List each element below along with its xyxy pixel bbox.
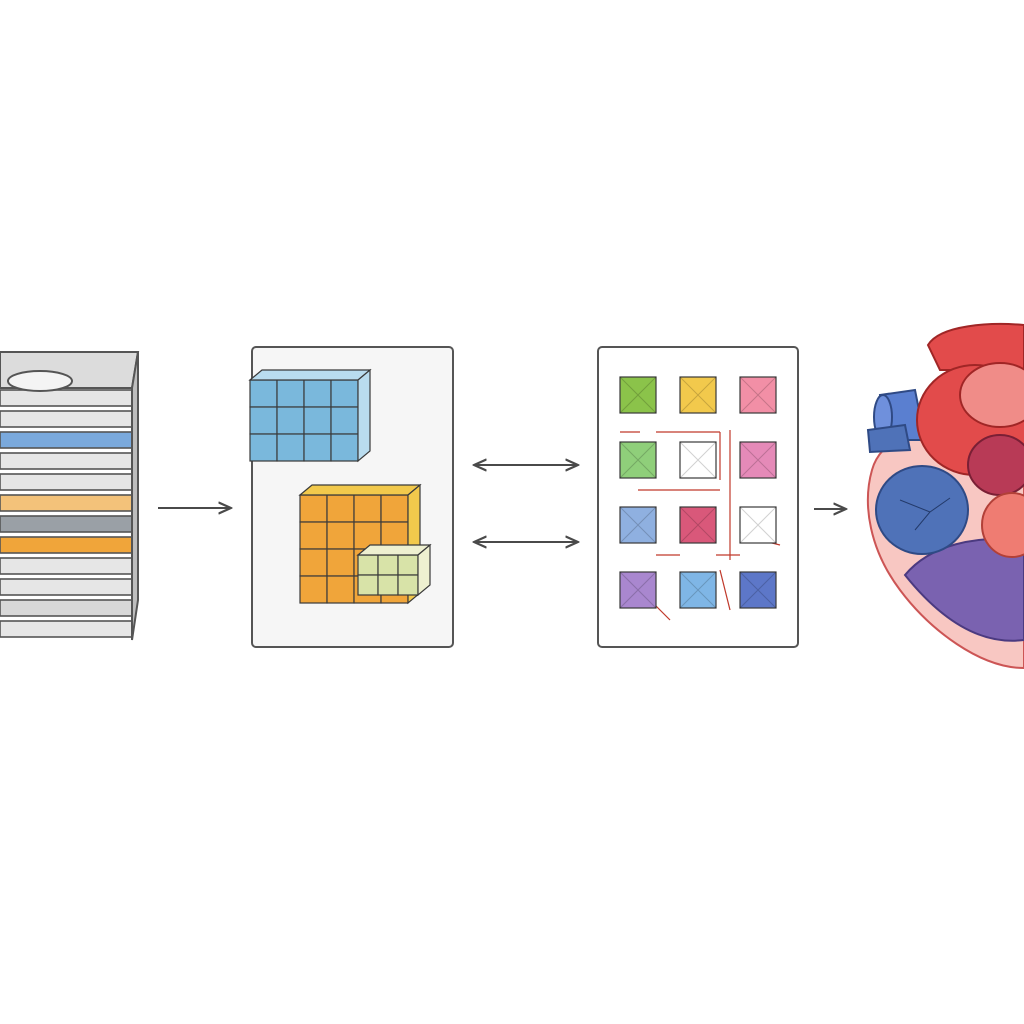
slice-layer [0,473,133,491]
slice-stack-side [131,351,139,641]
graph-node [619,571,657,609]
slice-layer [0,620,133,638]
voxel-cube [276,406,305,435]
voxel-cube [397,554,419,576]
voxel-cube [276,433,305,462]
voxel-cube [276,379,305,408]
graph-node [619,376,657,414]
graph-node [739,571,777,609]
voxel-cube [249,406,278,435]
voxel-cube [303,433,332,462]
voxel-cube [357,574,379,596]
graph-node [679,441,717,479]
voxel-cube [330,433,359,462]
graph-edges [620,430,781,621]
graph-node [739,441,777,479]
image-slice-stack-icon [0,351,140,641]
slice-layer [0,557,133,575]
slice-layer [0,410,133,428]
voxel-cube [299,575,328,604]
voxel-cube [377,554,399,576]
voxel-cube [397,574,419,596]
graph-node [679,571,717,609]
slice-layer [0,536,133,554]
voxel-cube [377,574,399,596]
voxel-cube [299,548,328,577]
voxel-cube [380,494,409,523]
slice-layer [0,515,133,533]
graph-node [619,506,657,544]
graph-node [679,376,717,414]
slice-layer [0,389,133,407]
slice-stack-top [0,351,140,392]
heart-anatomy-icon [866,323,1024,670]
graph-node [739,506,777,544]
graph-node [679,506,717,544]
voxel-cube [353,494,382,523]
voxel-cube [326,548,355,577]
slice-layer [0,494,133,512]
voxel-cube [330,406,359,435]
voxel-cube [330,379,359,408]
voxel-cube-grid-icon [248,368,432,605]
voxel-cube [303,379,332,408]
voxel-cube [249,433,278,462]
voxel-cube [299,494,328,523]
voxel-cube [326,521,355,550]
slice-layer [0,431,133,449]
voxel-grid-panel [248,346,454,648]
voxel-cube [326,575,355,604]
node-graph-panel [597,346,799,648]
voxel-cube [357,554,379,576]
graph-node [619,441,657,479]
voxel-cube [299,521,328,550]
graph-node [739,376,777,414]
voxel-cube [326,494,355,523]
colored-node-graph-icon [619,376,777,609]
graph-edge [719,569,731,611]
voxel-cube [249,379,278,408]
slice-layer [0,599,133,617]
voxel-cube [303,406,332,435]
slice-layer [0,578,133,596]
slice-layer [0,452,133,470]
